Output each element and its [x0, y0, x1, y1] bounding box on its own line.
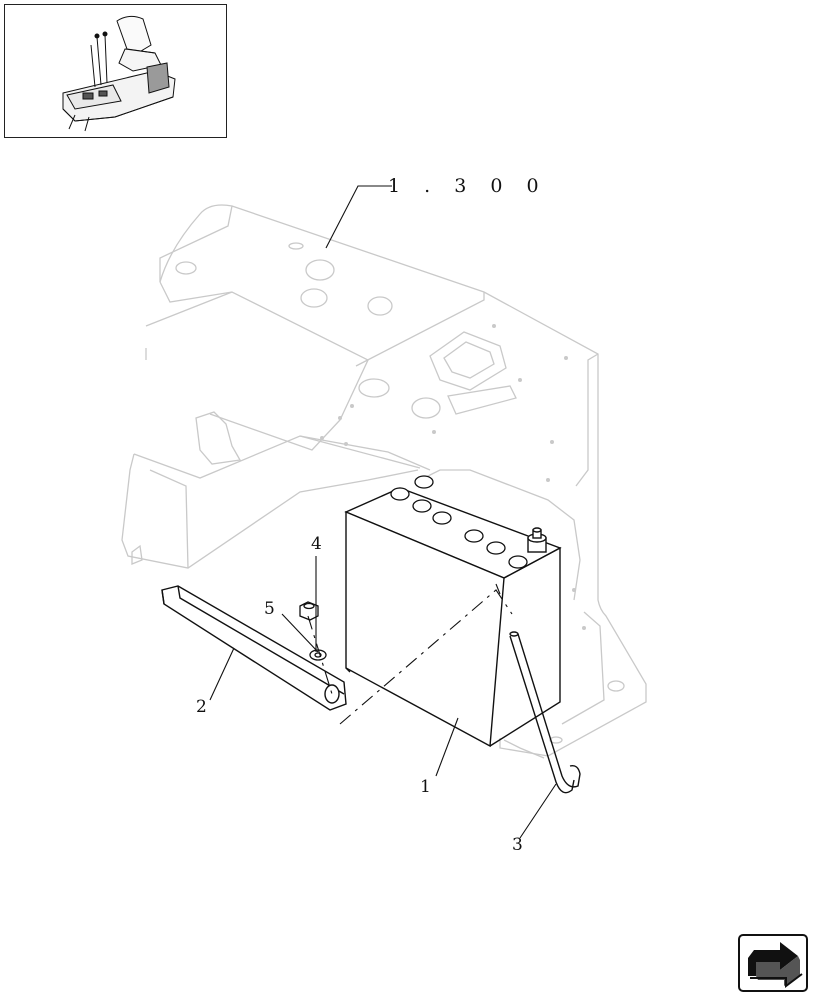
callout-4: 4: [311, 534, 322, 554]
leader-lines: [209, 185, 557, 839]
hold-down-rod: [509, 631, 581, 794]
assembly-lines: [307, 589, 513, 725]
nut: [299, 601, 319, 621]
callout-5: 5: [264, 599, 275, 619]
battery: [344, 475, 562, 748]
arrow-icon-graphic: [748, 942, 803, 988]
callout-3: 3: [512, 835, 523, 855]
callout-2: 2: [196, 697, 207, 717]
clamp-bar: [161, 585, 347, 711]
next-page-arrow-icon[interactable]: [738, 934, 808, 992]
battery-terminal: [527, 527, 547, 553]
chassis-frame: [121, 204, 647, 759]
machine-thumbnail-drawing: [62, 15, 176, 132]
machine-overview-thumbnail: [4, 4, 227, 138]
callout-1: 1: [420, 777, 431, 797]
reference-label-1-300: 1 . 3 0 0: [388, 175, 548, 197]
battery-vent-caps: [390, 475, 528, 569]
frame-bolt-holes: [320, 324, 586, 630]
